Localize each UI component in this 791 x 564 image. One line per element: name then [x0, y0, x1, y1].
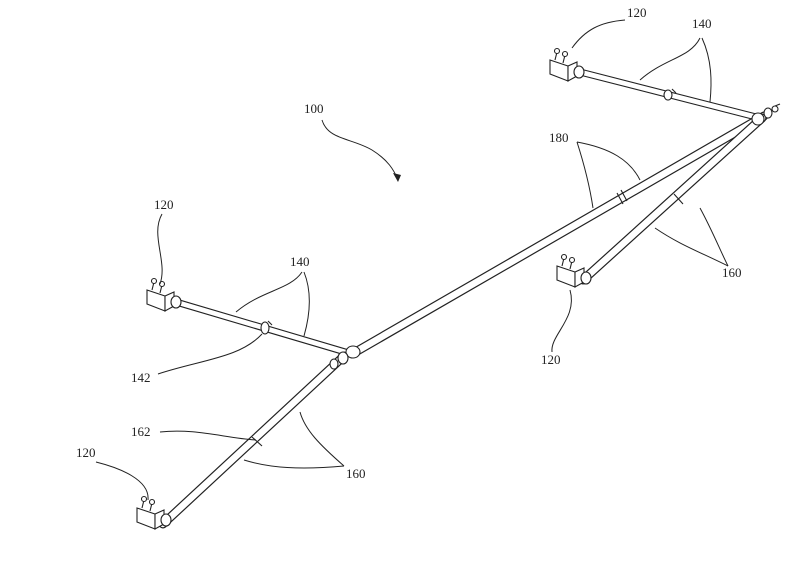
tube-leg-right-160: [578, 113, 767, 285]
coupler-leg-right: [673, 193, 684, 205]
hub-right-junction: [751, 103, 781, 126]
label-arm-top-140: 140: [692, 16, 712, 31]
hub-left-junction: [329, 345, 361, 370]
clamp-right-lower: [556, 253, 592, 288]
label-long-arm-180: 180: [549, 130, 569, 145]
clamp-top-right: [549, 47, 585, 82]
label-clamp-left-upper-120: 120: [154, 197, 174, 212]
leader-lines: [95, 19, 729, 501]
coupler-long-arm: [616, 189, 628, 205]
coupler-arm-top: [663, 88, 677, 101]
label-joint-leg-left-162: 162: [131, 424, 151, 439]
coupler-leg-left-162: [251, 436, 263, 447]
coupler-arm-left-142: [260, 320, 273, 335]
tube-long-arm-180: [347, 111, 769, 359]
label-leg-right-160: 160: [722, 265, 742, 280]
label-assembly-100: 100: [304, 101, 324, 116]
clamp-left-upper: [146, 277, 182, 312]
label-clamp-bottom-left-120: 120: [76, 445, 96, 460]
label-joint-left-142: 142: [131, 370, 151, 385]
label-clamp-top-right-120: 120: [627, 5, 647, 20]
label-clamp-right-lower-120: 120: [541, 352, 561, 367]
clamp-bottom-left: [136, 495, 172, 530]
label-leg-left-160: 160: [346, 466, 366, 481]
label-arm-left-140: 140: [290, 254, 310, 269]
